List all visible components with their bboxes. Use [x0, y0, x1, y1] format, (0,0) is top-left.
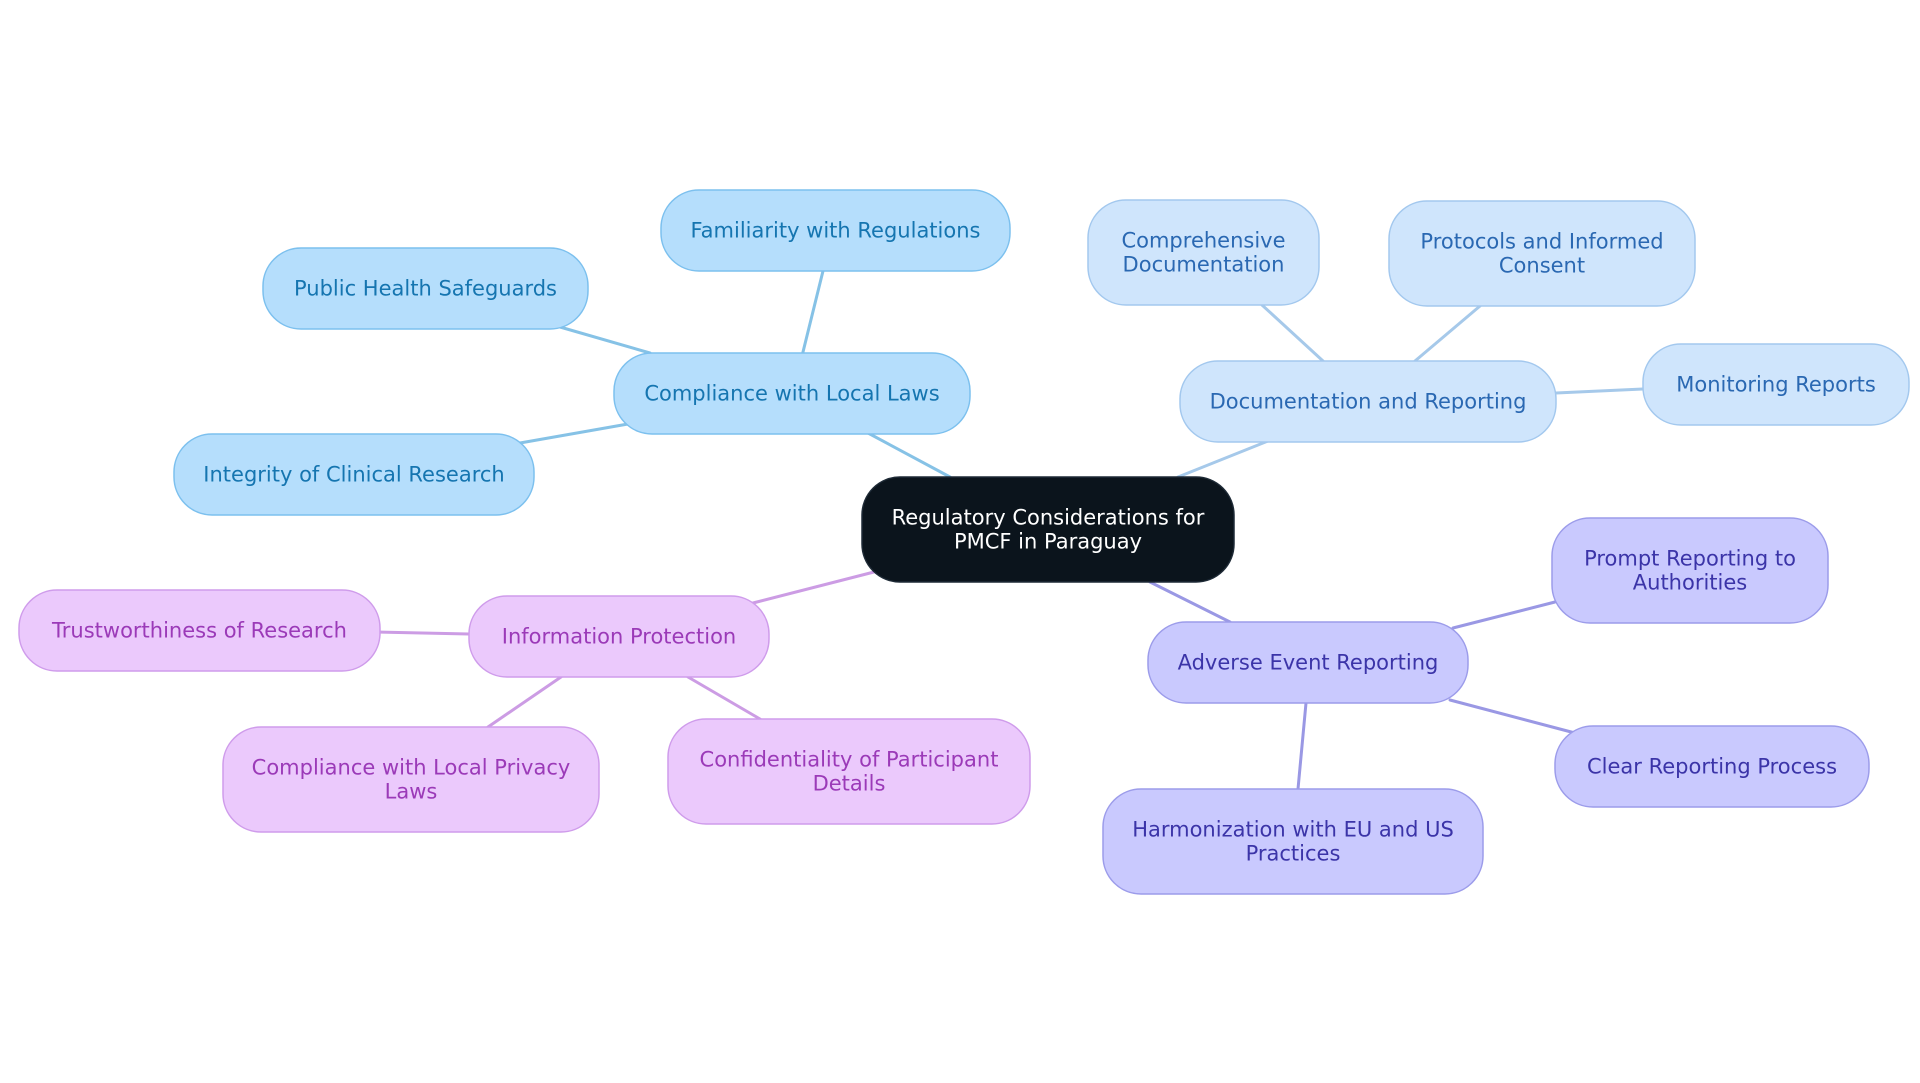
child-node-adverse-2-box	[1554, 725, 1870, 808]
child-node-information-3-box	[667, 718, 1031, 825]
connector-adverse-child-3	[1296, 701, 1308, 791]
child-node-documentation-3-label: Monitoring Reports	[1676, 373, 1876, 397]
connector-information-child-3	[686, 675, 762, 721]
child-node-information-1-label: Trustworthiness of Research	[51, 619, 347, 643]
branch-node-adverse: Adverse Event Reporting	[1147, 621, 1469, 704]
branch-node-information: Information Protection	[468, 595, 770, 678]
connector-adverse-child-1	[1451, 600, 1557, 630]
connector-root-information	[751, 570, 876, 605]
child-node-compliance-2-label: Public Health Safeguards	[294, 277, 557, 301]
child-node-adverse-3-box	[1102, 788, 1484, 895]
branch-node-documentation: Documentation and Reporting	[1179, 360, 1557, 443]
child-node-compliance-1-label: Familiarity with Regulations	[691, 219, 981, 243]
child-node-compliance-2-box	[262, 247, 589, 330]
child-node-compliance-3-label: Integrity of Clinical Research	[203, 463, 504, 487]
branch-node-documentation-label: Documentation and Reporting	[1210, 390, 1527, 414]
child-node-compliance-1: Familiarity with Regulations	[660, 189, 1011, 272]
child-node-adverse-2-label: Clear Reporting Process	[1587, 755, 1837, 779]
connector-documentation-child-3	[1554, 387, 1645, 395]
child-node-compliance-3-box	[173, 433, 535, 516]
branch-node-information-label: Information Protection	[502, 625, 736, 649]
connector-root-documentation	[1176, 439, 1270, 479]
connector-information-child-1	[376, 630, 471, 636]
connector-lines	[376, 269, 1645, 791]
child-node-compliance-2: Public Health Safeguards	[262, 247, 589, 330]
branch-node-information-box	[468, 595, 770, 678]
child-node-information-1: Trustworthiness of Research	[18, 589, 381, 672]
connector-documentation-child-2	[1413, 304, 1482, 363]
connector-documentation-child-1	[1260, 303, 1325, 363]
root-node-box	[861, 476, 1235, 583]
connector-root-compliance	[866, 431, 952, 479]
connector-adverse-child-2	[1448, 698, 1577, 735]
child-node-adverse-1-box	[1551, 517, 1829, 624]
connector-compliance-child-1	[800, 269, 825, 358]
branch-node-compliance-box	[613, 352, 971, 435]
branch-node-documentation-box	[1179, 360, 1557, 443]
child-node-documentation-1-box	[1087, 199, 1320, 306]
connector-compliance-child-3	[518, 422, 630, 445]
child-node-information-1-box	[18, 589, 381, 672]
child-node-information-2-box	[222, 726, 600, 833]
branch-node-adverse-label: Adverse Event Reporting	[1178, 651, 1439, 675]
child-node-documentation-3-box	[1642, 343, 1910, 426]
child-node-adverse-2: Clear Reporting Process	[1554, 725, 1870, 808]
child-node-documentation-3: Monitoring Reports	[1642, 343, 1910, 426]
connector-information-child-2	[486, 675, 563, 729]
child-node-compliance-3: Integrity of Clinical Research	[173, 433, 535, 516]
branch-node-adverse-box	[1147, 621, 1469, 704]
connector-compliance-child-2	[558, 325, 652, 355]
branch-node-compliance: Compliance with Local Laws	[613, 352, 971, 435]
branch-node-compliance-label: Compliance with Local Laws	[644, 382, 939, 406]
child-node-documentation-2-box	[1388, 200, 1696, 307]
connector-root-adverse	[1148, 580, 1232, 624]
child-node-compliance-1-box	[660, 189, 1011, 272]
